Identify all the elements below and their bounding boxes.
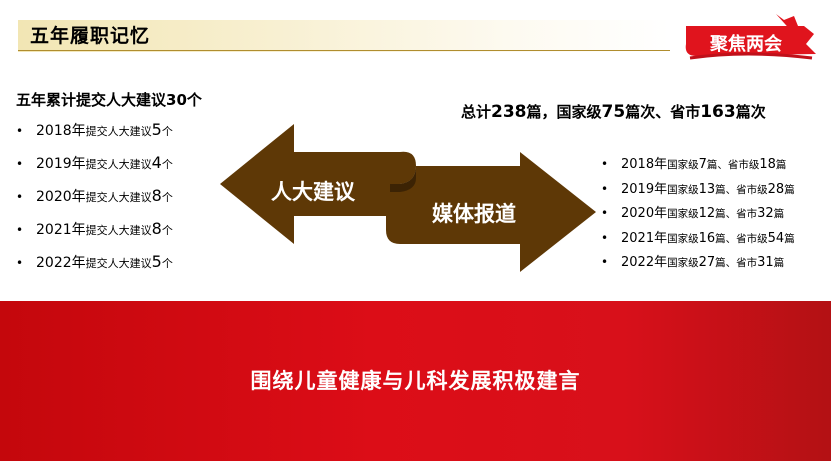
bullet-icon: • — [601, 255, 609, 269]
bullet-icon: • — [601, 206, 609, 220]
proposals-summary: 五年累计提交人大建议30个 — [16, 91, 202, 109]
bullet-icon: • — [601, 181, 609, 196]
list-item: •2022年提交人大建议5个 — [16, 252, 173, 271]
right-arrow-shape — [386, 152, 596, 272]
list-item: •2019年提交人大建议4个 — [16, 153, 173, 172]
bullet-icon: • — [16, 157, 24, 171]
bullet-icon: • — [16, 256, 24, 270]
list-item: •2021年提交人大建议8个 — [16, 219, 173, 238]
list-item: •2019年国家级13篇、省市级28篇 — [601, 181, 795, 197]
badge-label: 聚焦两会 — [710, 34, 782, 55]
badge-ribbon-icon — [685, 14, 816, 60]
arrow-label-media: 媒体报道 — [432, 202, 516, 226]
list-item: •2018年国家级7篇、省市级18篇 — [601, 157, 787, 172]
bullet-icon: • — [16, 190, 24, 204]
list-item: •2020年国家级12篇、省市32篇 — [601, 206, 785, 221]
footer-banner — [0, 301, 831, 461]
banner-slogan: 围绕儿童健康与儿科发展积极建言 — [250, 369, 581, 393]
title-underline — [18, 50, 670, 51]
bullet-icon: • — [601, 230, 609, 245]
ribbon-fold-shape — [390, 166, 416, 192]
double-arrow-graphic — [220, 124, 596, 272]
left-arrow-shape — [220, 124, 416, 244]
proposals-list: •2018年提交人大建议5个 •2019年提交人大建议4个 •2020年提交人大… — [16, 120, 173, 285]
title-bar — [18, 20, 670, 52]
list-item: •2022年国家级27篇、省市31篇 — [601, 255, 785, 270]
list-item: •2021年国家级16篇、省市级54篇 — [601, 230, 795, 246]
media-summary: 总计238篇，国家级75篇次、省市163篇次 — [461, 102, 766, 122]
focus-badge: 聚焦两会 — [676, 12, 826, 62]
media-list: •2018年国家级7篇、省市级18篇 •2019年国家级13篇、省市级28篇 •… — [601, 153, 795, 276]
slide-title: 五年履职记忆 — [30, 25, 151, 47]
list-item: •2020年提交人大建议8个 — [16, 186, 173, 205]
bullet-icon: • — [601, 157, 609, 171]
list-item: •2018年提交人大建议5个 — [16, 120, 173, 139]
bullet-icon: • — [16, 223, 24, 237]
arrow-label-proposals: 人大建议 — [271, 180, 355, 204]
bullet-icon: • — [16, 124, 24, 138]
